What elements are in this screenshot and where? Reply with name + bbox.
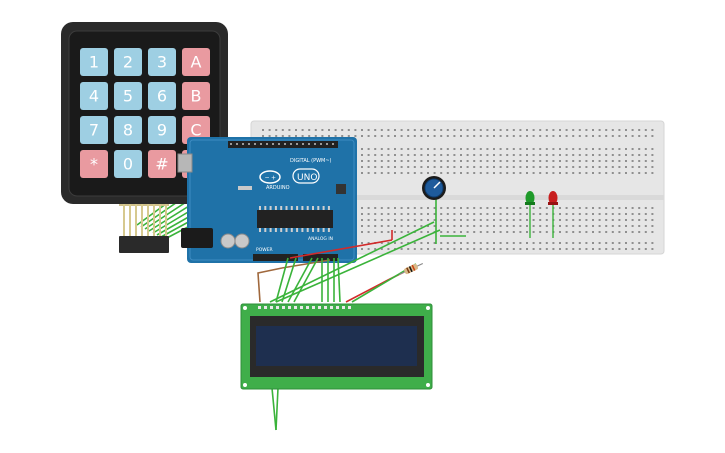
lcd-16x2[interactable] <box>240 303 433 390</box>
keypad-key-label: 6 <box>157 87 167 106</box>
led-red[interactable] <box>548 191 558 238</box>
digital-pins <box>230 143 334 145</box>
keypad-connector <box>119 236 169 253</box>
analog-label: ANALOG IN <box>308 236 333 242</box>
potentiometer[interactable] <box>422 176 446 200</box>
keypad-key-label: 5 <box>123 87 133 106</box>
digital-header <box>228 141 338 148</box>
svg-text:−: − <box>265 175 270 182</box>
keypad-key-label: B <box>191 87 202 106</box>
keypad-key[interactable]: 7 <box>80 116 108 144</box>
keypad-key[interactable]: A <box>182 48 210 76</box>
resistor[interactable] <box>398 261 424 277</box>
lcd-pins <box>258 306 351 309</box>
keypad-key[interactable]: 4 <box>80 82 108 110</box>
keypad-key-label: 0 <box>123 155 133 174</box>
capacitor-1 <box>220 233 236 249</box>
keypad-key[interactable]: 5 <box>114 82 142 110</box>
keypad-key-label: 9 <box>157 121 167 140</box>
svg-text:+: + <box>271 175 276 182</box>
keypad-key-label: 4 <box>89 87 99 106</box>
keypad-key[interactable]: 0 <box>114 150 142 178</box>
wire-group-lcd <box>257 196 466 431</box>
keypad-key[interactable]: 2 <box>114 48 142 76</box>
breadboard-holes <box>262 129 654 250</box>
analog-header <box>303 254 338 261</box>
keypad-key[interactable]: 6 <box>148 82 176 110</box>
keypad-key-label: 1 <box>89 53 99 72</box>
keypad-key[interactable]: # <box>148 150 176 178</box>
usb-port <box>177 153 193 173</box>
power-header <box>253 254 298 261</box>
power-label: POWER <box>256 247 273 253</box>
uno-badge <box>292 168 320 184</box>
arduino-brand: ARDUINO <box>266 185 290 191</box>
power-jack <box>181 228 213 248</box>
digital-label: DIGITAL (PWM~) <box>290 158 332 164</box>
keypad-key[interactable]: 8 <box>114 116 142 144</box>
keypad-key-label: * <box>90 155 98 174</box>
led-green[interactable] <box>525 191 535 238</box>
lcd-screen <box>256 326 417 366</box>
keypad-key-label: C <box>190 121 201 140</box>
arduino-logo: − + <box>259 170 281 184</box>
keypad-key[interactable]: B <box>182 82 210 110</box>
keypad-key[interactable]: 1 <box>80 48 108 76</box>
atmega-chip <box>257 210 333 228</box>
keypad-key-label: # <box>155 155 168 174</box>
keypad-key[interactable]: 3 <box>148 48 176 76</box>
keypad-key[interactable]: * <box>80 150 108 178</box>
arduino-model: UNO <box>297 173 317 183</box>
keypad-key-label: 3 <box>157 53 167 72</box>
arduino-uno[interactable]: DIGITAL (PWM~) − + ARDUINO UNO POWER ANA… <box>177 137 357 263</box>
keypad-key-label: 8 <box>123 121 133 140</box>
keypad-key-label: 2 <box>123 53 133 72</box>
capacitor-2 <box>234 233 250 249</box>
keypad-key-label: 7 <box>89 121 99 140</box>
keypad-key-label: A <box>191 53 202 72</box>
keypad-key[interactable]: 9 <box>148 116 176 144</box>
